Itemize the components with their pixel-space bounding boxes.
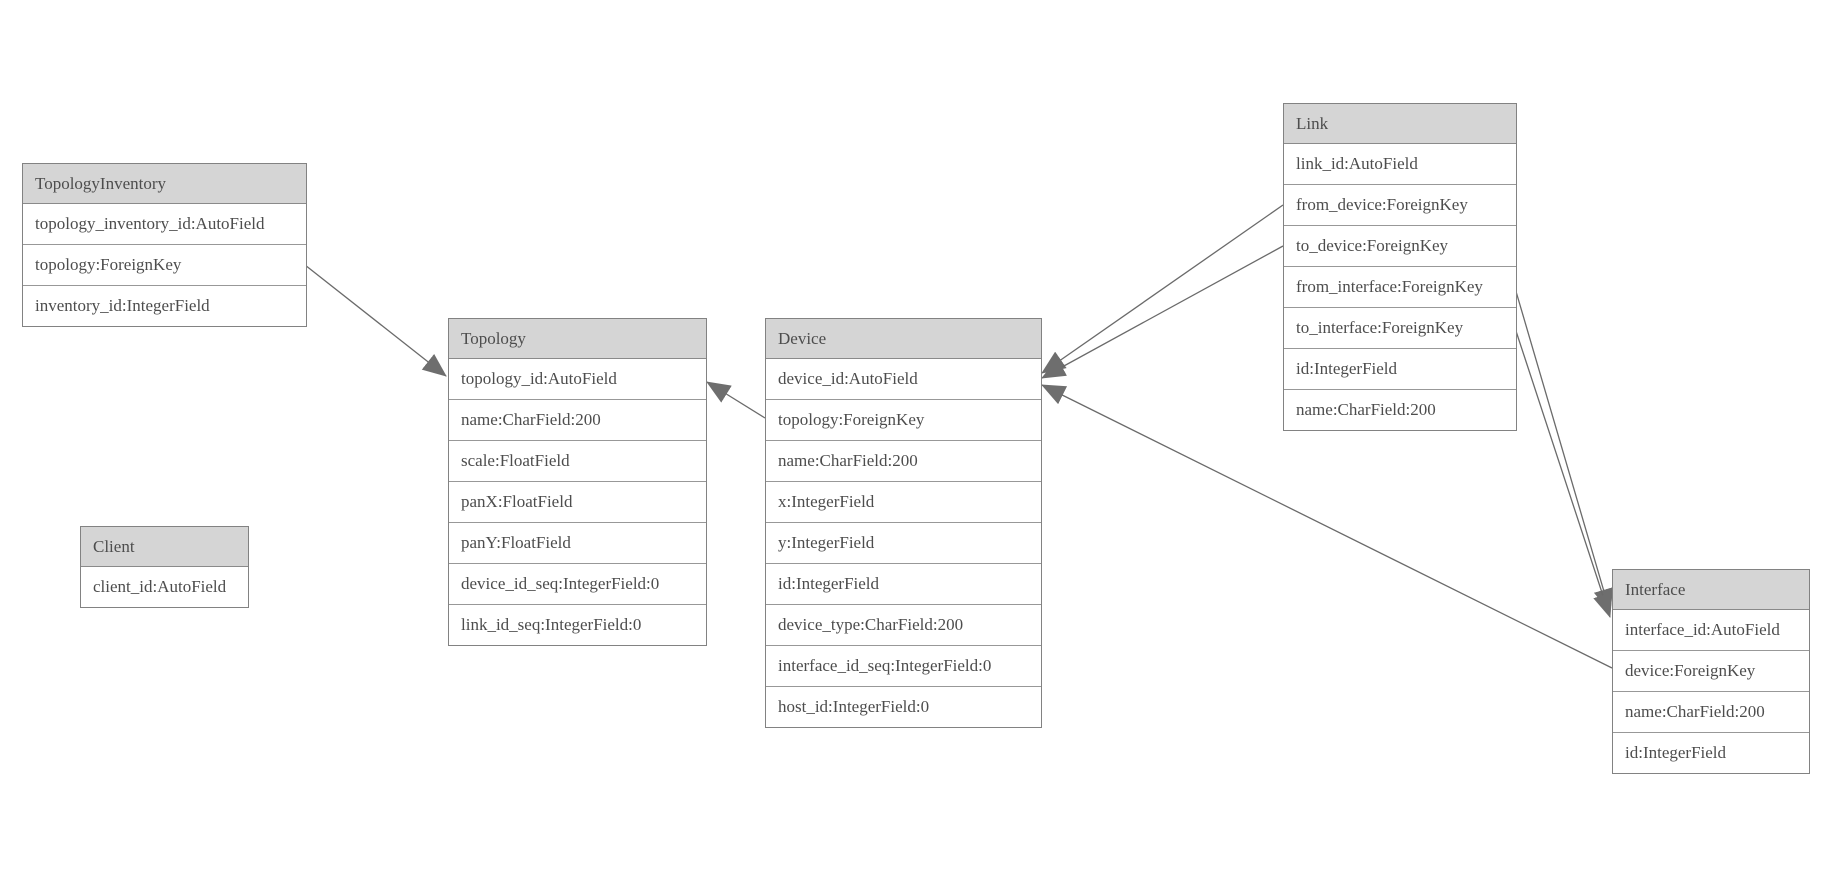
entity-title-interface: Interface (1613, 570, 1809, 610)
entity-field-row: name:CharField:200 (1284, 390, 1516, 430)
entity-field-row: interface_id:AutoField (1613, 610, 1809, 651)
edge-group (304, 204, 1614, 669)
entity-title-device: Device (766, 319, 1041, 359)
entity-title-topology-inventory: TopologyInventory (23, 164, 306, 204)
entity-title-client: Client (81, 527, 248, 567)
entity-field-row: link_id_seq:IntegerField:0 (449, 605, 706, 645)
entity-field-row: name:CharField:200 (766, 441, 1041, 482)
entity-field-row: topology_inventory_id:AutoField (23, 204, 306, 245)
entity-field-row: panY:FloatField (449, 523, 706, 564)
entity-field-row: host_id:IntegerField:0 (766, 687, 1041, 727)
edge-link-to_device-to-device (1041, 245, 1284, 379)
entity-field-row: topology:ForeignKey (23, 245, 306, 286)
edge-link-from_interface-to-interface (1514, 287, 1614, 613)
entity-field-row: inventory_id:IntegerField (23, 286, 306, 326)
entity-field-row: name:CharField:200 (1613, 692, 1809, 733)
entity-field-row: link_id:AutoField (1284, 144, 1516, 185)
entity-title-topology: Topology (449, 319, 706, 359)
entity-field-row: device:ForeignKey (1613, 651, 1809, 692)
edge-link-from_device-to-device (1041, 204, 1284, 374)
entity-field-row: device_type:CharField:200 (766, 605, 1041, 646)
entity-field-row: panX:FloatField (449, 482, 706, 523)
entity-field-row: y:IntegerField (766, 523, 1041, 564)
entity-field-row: from_interface:ForeignKey (1284, 267, 1516, 308)
entity-field-row: name:CharField:200 (449, 400, 706, 441)
entity-field-row: device_id:AutoField (766, 359, 1041, 400)
entity-field-row: scale:FloatField (449, 441, 706, 482)
edge-device-topology-to-topology (706, 381, 766, 419)
entity-field-row: x:IntegerField (766, 482, 1041, 523)
edge-interface-device-to-device (1041, 384, 1613, 669)
edge-topologyinventory-topology-to-topology (304, 264, 447, 377)
entity-field-row: id:IntegerField (1613, 733, 1809, 773)
entity-field-row: from_device:ForeignKey (1284, 185, 1516, 226)
entity-field-row: interface_id_seq:IntegerField:0 (766, 646, 1041, 687)
entity-field-row: to_device:ForeignKey (1284, 226, 1516, 267)
entity-field-row: device_id_seq:IntegerField:0 (449, 564, 706, 605)
entity-field-row: id:IntegerField (1284, 349, 1516, 390)
entity-title-link: Link (1284, 104, 1516, 144)
entity-field-row: client_id:AutoField (81, 567, 248, 607)
edge-link-to_interface-to-interface (1514, 327, 1613, 618)
entity-field-row: to_interface:ForeignKey (1284, 308, 1516, 349)
entity-field-row: topology:ForeignKey (766, 400, 1041, 441)
entity-field-row: id:IntegerField (766, 564, 1041, 605)
entity-field-row: topology_id:AutoField (449, 359, 706, 400)
